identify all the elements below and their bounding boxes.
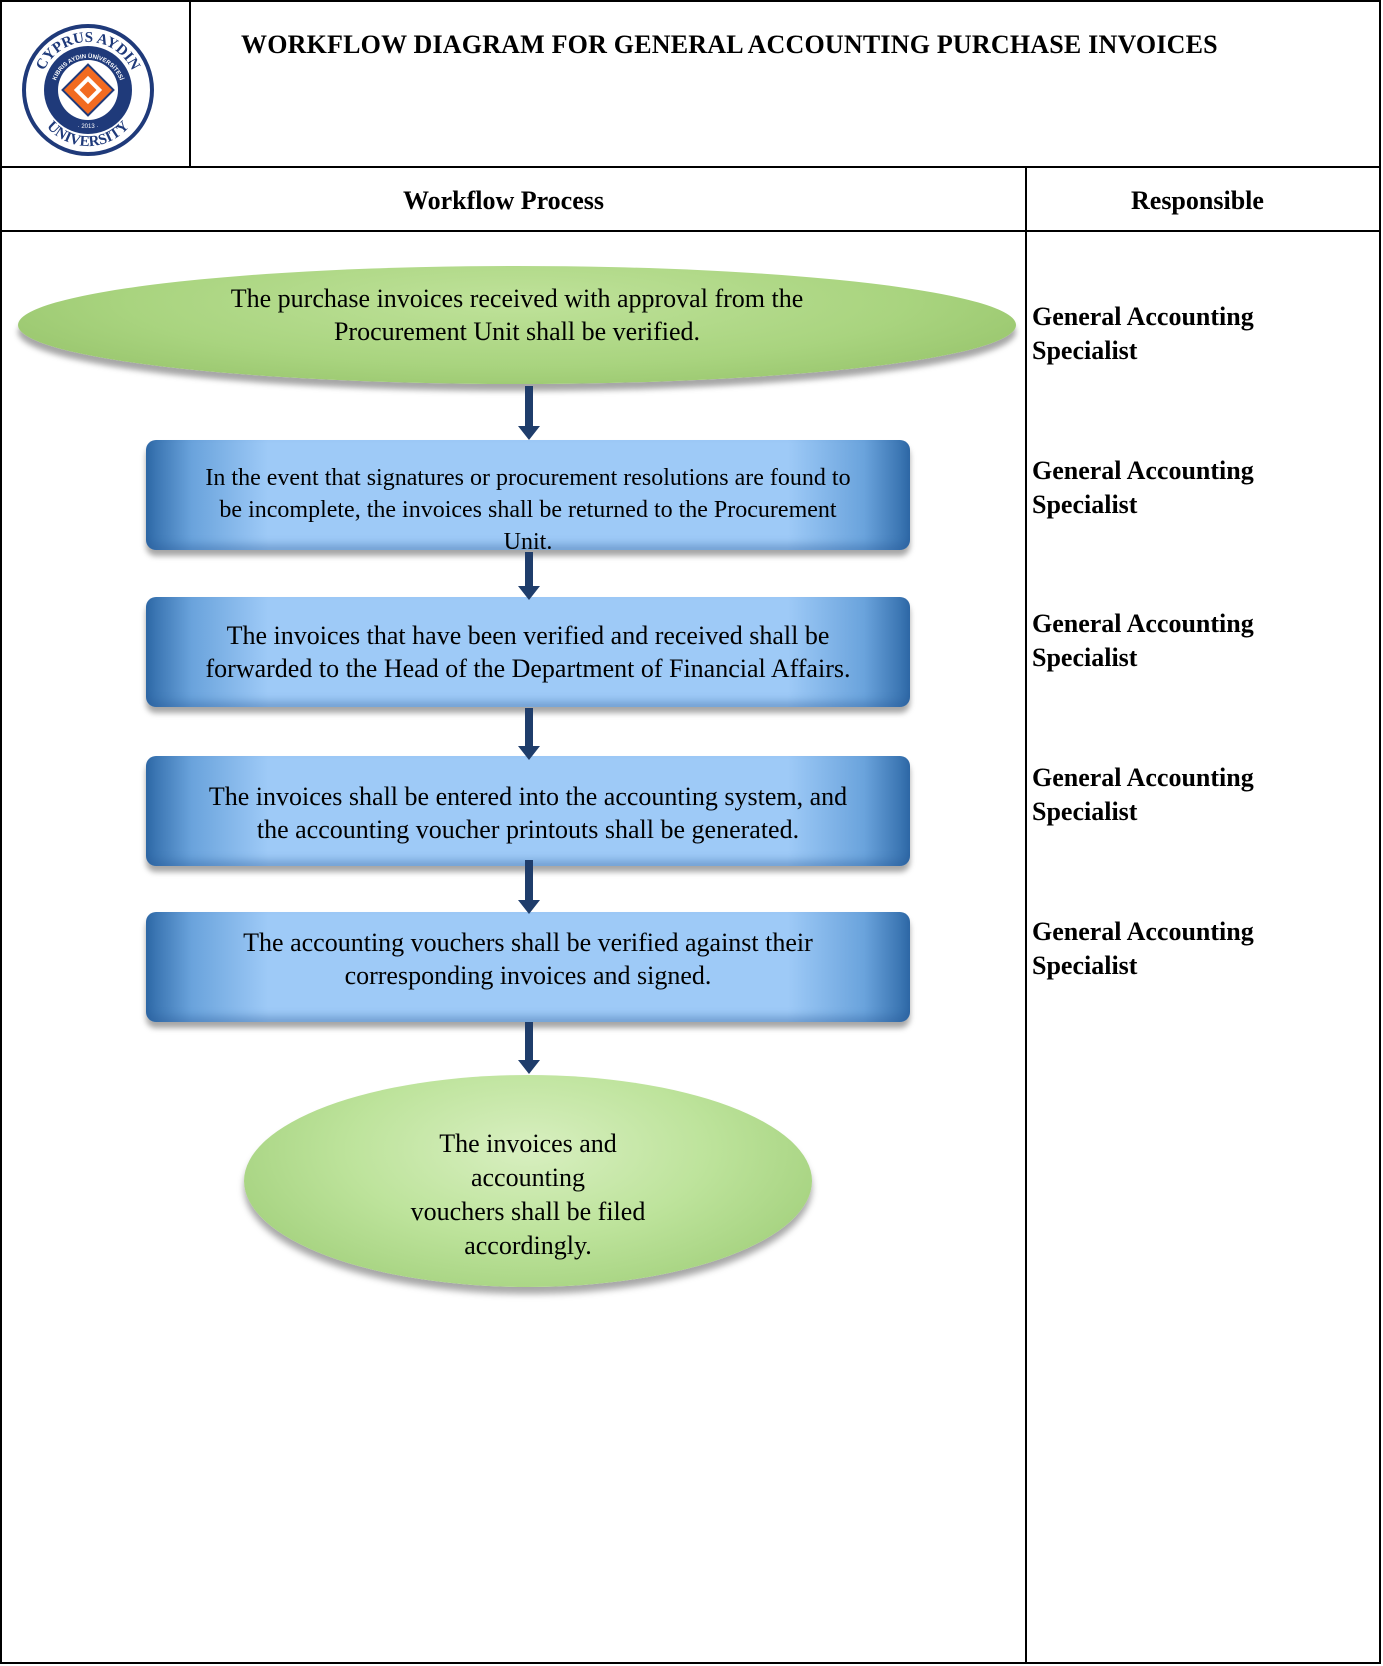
process-step-2: The invoices that have been verified and… xyxy=(146,597,910,707)
column-header-divider xyxy=(0,230,1381,232)
text-line: Specialist xyxy=(1032,643,1138,672)
text-line: vouchers shall be filed xyxy=(410,1197,646,1226)
flow-arrow xyxy=(518,386,540,440)
end-ellipse: The invoices and accounting vouchers sha… xyxy=(244,1075,812,1287)
text-line: Specialist xyxy=(1032,336,1138,365)
text-line: General Accounting xyxy=(1032,609,1254,638)
flow-arrow xyxy=(518,1022,540,1074)
responsible-step-2: General Accounting Specialist xyxy=(1032,454,1254,522)
text-line: Specialist xyxy=(1032,490,1138,519)
text-line: be incomplete, the invoices shall be ret… xyxy=(219,497,837,523)
text-line: forwarded to the Head of the Department … xyxy=(205,654,851,683)
text-line: In the event that signatures or procurem… xyxy=(205,465,851,491)
responsible-step-1: General Accounting Specialist xyxy=(1032,300,1254,368)
flow-arrow xyxy=(518,708,540,760)
text-line: Procurement Unit shall be verified. xyxy=(333,317,701,346)
text-line: General Accounting xyxy=(1032,456,1254,485)
start-ellipse-text: The purchase invoices received with appr… xyxy=(231,282,804,348)
flow-arrow xyxy=(518,552,540,600)
text-line: accordingly. xyxy=(464,1231,592,1260)
responsible-step-5: General Accounting Specialist xyxy=(1032,915,1254,983)
text-line: General Accounting xyxy=(1032,917,1254,946)
responsible-step-3: General Accounting Specialist xyxy=(1032,607,1254,675)
text-line: General Accounting xyxy=(1032,763,1254,792)
text-line: The purchase invoices received with appr… xyxy=(230,284,804,313)
text-line: The invoices shall be entered into the a… xyxy=(208,782,848,811)
logo-year: · 2013 · xyxy=(78,124,99,130)
text-line: The invoices and accounting xyxy=(439,1129,617,1192)
start-ellipse: The purchase invoices received with appr… xyxy=(18,266,1016,384)
text-line: General Accounting xyxy=(1032,302,1254,331)
text-line: Specialist xyxy=(1032,797,1138,826)
text-line: Specialist xyxy=(1032,951,1138,980)
text-line: Unit. xyxy=(503,529,553,555)
text-line: the accounting voucher printouts shall b… xyxy=(256,815,800,844)
column-header-responsible: Responsible xyxy=(1131,186,1264,215)
page-title: WORKFLOW DIAGRAM FOR GENERAL ACCOUNTING … xyxy=(241,30,1218,59)
column-divider xyxy=(1025,166,1027,1664)
text-line: corresponding invoices and signed. xyxy=(344,961,712,990)
text-line: The invoices that have been verified and… xyxy=(226,621,830,650)
logo-cell-divider xyxy=(189,0,191,166)
text-line: The accounting vouchers shall be verifie… xyxy=(243,928,813,957)
flow-arrow xyxy=(518,860,540,914)
process-step-4: The accounting vouchers shall be verifie… xyxy=(146,912,910,1022)
column-header-process: Workflow Process xyxy=(403,186,604,215)
header-row-divider xyxy=(0,166,1381,168)
responsible-step-4: General Accounting Specialist xyxy=(1032,761,1254,829)
process-step-3: The invoices shall be entered into the a… xyxy=(146,756,910,866)
process-step-1: In the event that signatures or procurem… xyxy=(146,440,910,555)
university-logo: CYPRUS AYDIN KIBRIS AYDIN ÜNİVERSİTESİ ·… xyxy=(22,24,154,156)
